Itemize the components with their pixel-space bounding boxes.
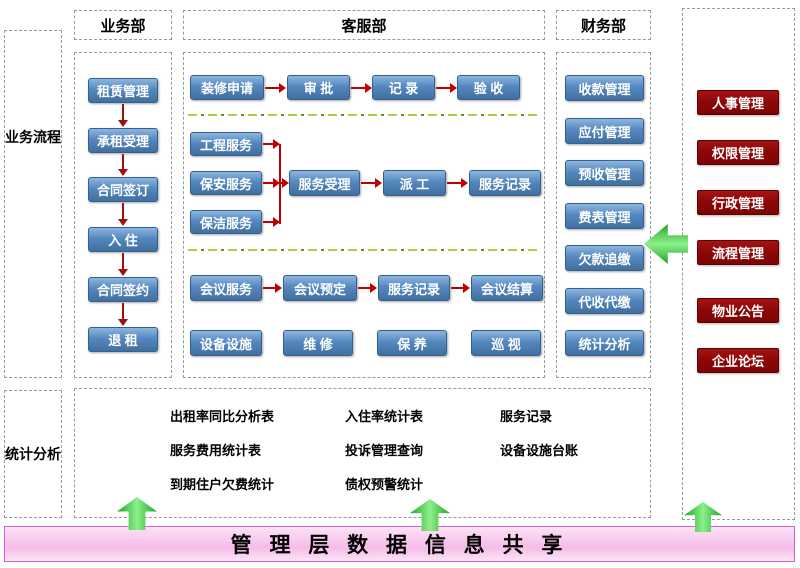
stat-report: 入住率统计表 bbox=[345, 409, 424, 424]
flow-node: 会议结算 bbox=[471, 275, 543, 301]
flow-node: 保洁服务 bbox=[190, 210, 262, 234]
admin-module: 企业论坛 bbox=[697, 348, 779, 373]
stats-label: 统计分析 bbox=[5, 446, 61, 462]
connector-line bbox=[279, 144, 281, 224]
admin-module: 行政管理 bbox=[697, 190, 779, 215]
flow-node: 退 租 bbox=[88, 327, 158, 352]
arrow-right-icon bbox=[436, 83, 457, 93]
flow-node: 巡 视 bbox=[471, 330, 541, 356]
flow-node: 验 收 bbox=[457, 75, 520, 100]
stats-panel bbox=[74, 388, 651, 518]
footer-banner: 管 理 层 数 据 信 息 共 享 bbox=[4, 526, 795, 562]
stat-report: 服务记录 bbox=[500, 409, 553, 424]
flow-node: 派 工 bbox=[383, 170, 446, 196]
arrow-right-icon bbox=[358, 283, 377, 293]
finance-node: 统计分析 bbox=[565, 330, 644, 356]
arrow-right-icon bbox=[263, 139, 280, 149]
flow-node: 维 修 bbox=[283, 330, 353, 356]
arrow-right-icon bbox=[265, 83, 286, 93]
arrow-right-icon bbox=[263, 283, 282, 293]
flow-node: 租赁管理 bbox=[88, 78, 158, 103]
service-dept-header: 客服部 bbox=[183, 10, 545, 40]
finance-dept-header: 财务部 bbox=[556, 10, 651, 40]
flow-node: 合同签约 bbox=[88, 277, 158, 302]
arrow-right-icon bbox=[447, 178, 468, 188]
arrow-down-icon bbox=[118, 104, 128, 127]
finance-node: 应付管理 bbox=[565, 118, 644, 144]
arrow-down-icon bbox=[118, 253, 128, 276]
finance-node: 收款管理 bbox=[565, 75, 644, 101]
flow-node: 入 住 bbox=[88, 227, 158, 252]
admin-module: 流程管理 bbox=[697, 240, 779, 265]
finance-node: 欠款追缴 bbox=[565, 245, 644, 271]
section-separator bbox=[188, 249, 540, 251]
process-label: 业务流程 bbox=[5, 129, 61, 145]
arrow-right-icon bbox=[451, 283, 470, 293]
section-separator bbox=[188, 114, 540, 116]
arrow-down-icon bbox=[118, 303, 128, 326]
flow-node: 保 养 bbox=[377, 330, 447, 356]
arrow-down-icon bbox=[118, 154, 128, 176]
stats-label-panel: 统计分析 bbox=[4, 390, 62, 518]
flow-node: 设备设施 bbox=[190, 330, 262, 356]
stat-report: 设备设施台账 bbox=[500, 443, 579, 458]
flow-node: 合同签订 bbox=[88, 177, 158, 202]
business-dept-header: 业务部 bbox=[74, 10, 172, 40]
flow-node: 服务记录 bbox=[469, 170, 541, 196]
arrow-down-icon bbox=[118, 203, 128, 226]
flow-node: 服务受理 bbox=[289, 170, 360, 196]
flow-node: 会议服务 bbox=[190, 275, 262, 301]
stat-report: 投诉管理查询 bbox=[345, 443, 424, 458]
flow-node: 保安服务 bbox=[190, 171, 262, 195]
admin-module: 人事管理 bbox=[697, 90, 779, 115]
process-label-panel: 业务流程 bbox=[4, 30, 62, 378]
flow-node: 工程服务 bbox=[190, 132, 262, 156]
stat-report: 债权预警统计 bbox=[345, 477, 424, 492]
arrow-right-icon bbox=[351, 83, 372, 93]
flow-node: 审 批 bbox=[287, 75, 350, 100]
arrow-right-icon bbox=[279, 178, 289, 188]
admin-module: 物业公告 bbox=[697, 298, 779, 323]
finance-node: 预收管理 bbox=[565, 160, 644, 186]
flow-node: 装修申请 bbox=[190, 75, 264, 100]
flow-node: 服务记录 bbox=[378, 275, 450, 301]
admin-module: 权限管理 bbox=[697, 140, 779, 165]
arrow-right-icon bbox=[263, 217, 280, 227]
flow-node: 记 录 bbox=[372, 75, 435, 100]
finance-node: 费表管理 bbox=[565, 203, 644, 229]
arrow-right-icon bbox=[263, 178, 280, 188]
finance-node: 代收代缴 bbox=[565, 288, 644, 314]
flow-node: 承租受理 bbox=[88, 128, 158, 153]
stat-report: 到期住户欠费统计 bbox=[170, 477, 275, 492]
flow-node: 会议预定 bbox=[283, 275, 357, 301]
stat-report: 服务费用统计表 bbox=[170, 443, 262, 458]
arrow-right-icon bbox=[361, 178, 382, 188]
stat-report: 出租率同比分析表 bbox=[170, 409, 275, 424]
